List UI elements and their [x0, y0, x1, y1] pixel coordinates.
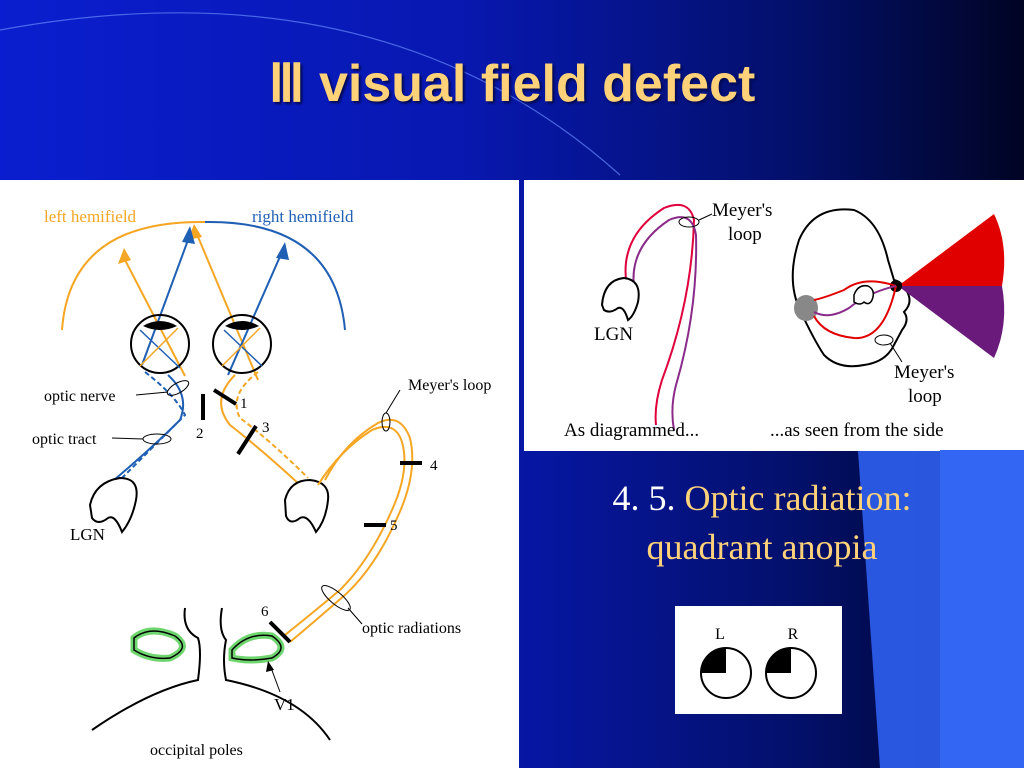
left-hemifield-label: left hemifield [44, 207, 137, 226]
decorative-bar [940, 450, 1024, 768]
visual-field-icons: L R [675, 606, 842, 714]
visual-pathway-diagram: left hemifield right hemifield optic ner… [0, 180, 519, 768]
meyers-label-line1: Meyer's [712, 200, 772, 221]
right-field-icon [765, 647, 817, 699]
left-eye [130, 314, 190, 374]
right-hemifield-arc [204, 220, 346, 331]
right-hemifield-label: right hemifield [252, 207, 354, 226]
meyers-loop-label: Meyer's loop [408, 377, 491, 394]
left-eye-label: L [715, 626, 725, 643]
optic-tract-label: optic tract [32, 431, 97, 448]
caption-title: Optic radiation: [684, 478, 912, 518]
lower-field-wedge [898, 286, 1005, 358]
meyers-label-line2: loop [728, 224, 762, 245]
as-seen-label: ...as seen from the side [770, 420, 944, 441]
side-meyers-label-line1: Meyer's [894, 362, 954, 383]
caption: 4. 5. Optic radiation: quadrant anopia [540, 474, 984, 572]
left-lgn [88, 476, 138, 534]
lesion-2-label: 2 [196, 426, 204, 442]
caption-prefix: 4. 5. [612, 478, 676, 518]
lesion-6-label: 6 [261, 604, 269, 620]
left-hemifield-arc [61, 220, 206, 331]
lgn-label: LGN [70, 525, 105, 544]
occipital-poles-label: occipital poles [150, 742, 243, 759]
right-lgn [283, 478, 330, 534]
side-meyers-label-line2: loop [908, 386, 942, 407]
optic-nerve-label: optic nerve [44, 388, 116, 405]
lesion-5-label: 5 [390, 518, 398, 534]
meyers-loop-diagram: Meyer's loop LGN Meyer's loop As diagram… [524, 180, 1024, 451]
right-eye [212, 314, 272, 374]
lesion-1-label: 1 [240, 396, 248, 412]
left-field-icon [700, 647, 752, 699]
v1-label: V1 [274, 695, 295, 714]
right-eye-label: R [788, 626, 799, 643]
lesion-4-label: 4 [430, 458, 438, 474]
caption-line-2: quadrant anopia [646, 527, 878, 567]
as-diagrammed-label: As diagrammed... [564, 420, 699, 441]
slide-title: Ⅲ visual field defect [268, 55, 756, 113]
upper-field-wedge [898, 214, 1005, 286]
meyer-lgn-label: LGN [594, 324, 633, 345]
lesion-3-label: 3 [262, 420, 270, 436]
optic-radiations-label: optic radiations [362, 620, 461, 637]
caption-line-1: 4. 5. Optic radiation: [540, 474, 984, 523]
